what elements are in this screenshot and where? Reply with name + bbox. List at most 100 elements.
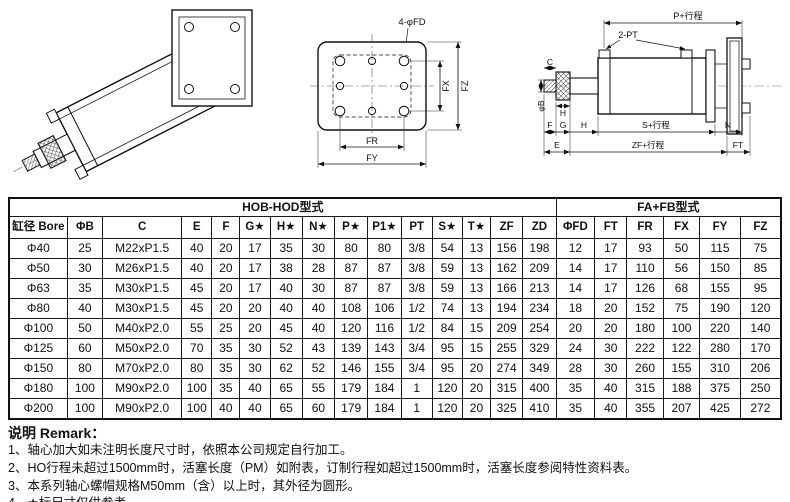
dim-cell: 56: [662, 258, 701, 279]
dim-rod-dia-label: φB: [536, 100, 546, 112]
dim-s-label: S+行程: [642, 120, 670, 130]
dim-cell: 15: [461, 338, 492, 359]
dim-cell: 209: [490, 318, 524, 339]
column-header: FX: [662, 216, 701, 239]
cylinder-oblique-drawing: [13, 9, 253, 180]
cylinder-tube: [597, 57, 707, 115]
cylinder-section-drawing: P+行程 2-PT C φB H F G H S+行程 N E ZF+行程 FT: [536, 10, 782, 156]
port: [680, 49, 693, 59]
dim-cell: 65: [269, 378, 303, 399]
mount-hole: [334, 55, 346, 67]
bore-cell: Φ200: [8, 398, 68, 420]
dim-h-left-label: H: [560, 108, 566, 118]
dim-cell: 20: [461, 398, 492, 420]
dim-cell: 40: [66, 298, 104, 319]
dim-cell: 1/2: [400, 318, 433, 339]
dim-cell: 100: [181, 398, 213, 420]
dim-zf-label: ZF+行程: [632, 140, 665, 150]
dim-cell: 28: [301, 258, 336, 279]
dim-cell: 120: [334, 318, 369, 339]
dim-cell: 87: [334, 278, 369, 299]
dim-cell: 35: [211, 358, 241, 379]
dim-cell: 80: [181, 358, 213, 379]
dim-cell: 87: [367, 258, 402, 279]
dim-cell: 184: [367, 378, 402, 399]
dim-cell: 55: [301, 378, 336, 399]
bore-cell: Φ80: [8, 298, 68, 319]
dim-cell: 162: [490, 258, 524, 279]
tie-rod-nut: [741, 58, 751, 70]
dim-cell: 20: [211, 258, 241, 279]
dim-cell: 80: [367, 238, 402, 259]
column-header: FZ: [739, 216, 782, 239]
dim-cell: 349: [522, 358, 557, 379]
dim-cell: 24: [555, 338, 596, 359]
dim-cell: 20: [239, 298, 271, 319]
dim-cell: 3/4: [400, 358, 433, 379]
bolt-hole: [184, 22, 194, 32]
dim-cell: 13: [461, 258, 492, 279]
dim-cell: 116: [367, 318, 402, 339]
tie-rod-nut: [45, 108, 61, 124]
dim-fy-label: FY: [366, 153, 378, 163]
dim-cell: 20: [461, 358, 492, 379]
dim-cell: M26xP1.5: [102, 258, 183, 279]
dim-cell: 280: [699, 338, 741, 359]
tie-rod-nut: [74, 164, 89, 180]
dim-cell: 310: [699, 358, 741, 379]
dim-cell: 87: [334, 258, 369, 279]
bore-cell: Φ40: [8, 238, 68, 259]
dim-cell: 68: [662, 278, 701, 299]
dim-cell: 274: [490, 358, 524, 379]
dim-cell: 150: [699, 258, 741, 279]
dim-cell: 329: [522, 338, 557, 359]
column-header: S★: [431, 216, 463, 239]
tie-rod: [82, 94, 222, 166]
dim-cell: 95: [431, 358, 463, 379]
rear-flange-plate: [726, 37, 743, 135]
dim-cell: 40: [301, 318, 336, 339]
dim-cell: 43: [301, 338, 336, 359]
dim-cell: 62: [269, 358, 303, 379]
mount-hole: [334, 105, 346, 117]
dim-cell: 3/8: [400, 238, 433, 259]
dim-cell: 38: [269, 258, 303, 279]
dim-cell: 315: [490, 378, 524, 399]
dim-cell: 30: [239, 358, 271, 379]
dimension-lines: [318, 42, 461, 167]
dim-cell: 95: [431, 338, 463, 359]
bore-cell: Φ180: [8, 378, 68, 399]
dim-cell: 184: [367, 398, 402, 420]
dim-cell: 20: [594, 318, 628, 339]
dim-cell: M40xP2.0: [102, 318, 183, 339]
dim-cell: 146: [334, 358, 369, 379]
column-header: G★: [239, 216, 271, 239]
dim-cell: 30: [301, 238, 336, 259]
hole-count-label: 4-φFD: [398, 17, 425, 28]
dim-cell: 50: [66, 318, 104, 339]
dim-cell: 155: [699, 278, 741, 299]
dim-c-label: C: [547, 57, 553, 67]
column-header: 缸径 Bore: [8, 216, 68, 239]
dim-cell: 194: [490, 298, 524, 319]
flange-plate-group: [171, 9, 253, 107]
dim-cell: 60: [66, 338, 104, 359]
dim-cell: 20: [211, 298, 241, 319]
dim-cell: 59: [431, 258, 463, 279]
dim-cell: 1: [400, 398, 433, 420]
column-header: ΦB: [66, 216, 104, 239]
dim-cell: 35: [555, 398, 596, 420]
dim-cell: 1/2: [400, 298, 433, 319]
column-header: FT: [594, 216, 628, 239]
port-spec-label: 2-PT: [618, 30, 638, 40]
dim-cell: 17: [594, 238, 628, 259]
dim-cell: 52: [301, 358, 336, 379]
bolt-hole: [230, 22, 240, 32]
dim-fx-label: FX: [441, 80, 451, 92]
dim-cell: 17: [594, 258, 628, 279]
dim-cell: 13: [461, 278, 492, 299]
remark-item: 1、轴心加大如未注明长度尺寸时，依照本公司规定自行加工。: [8, 443, 353, 458]
dim-cell: 40: [181, 258, 213, 279]
